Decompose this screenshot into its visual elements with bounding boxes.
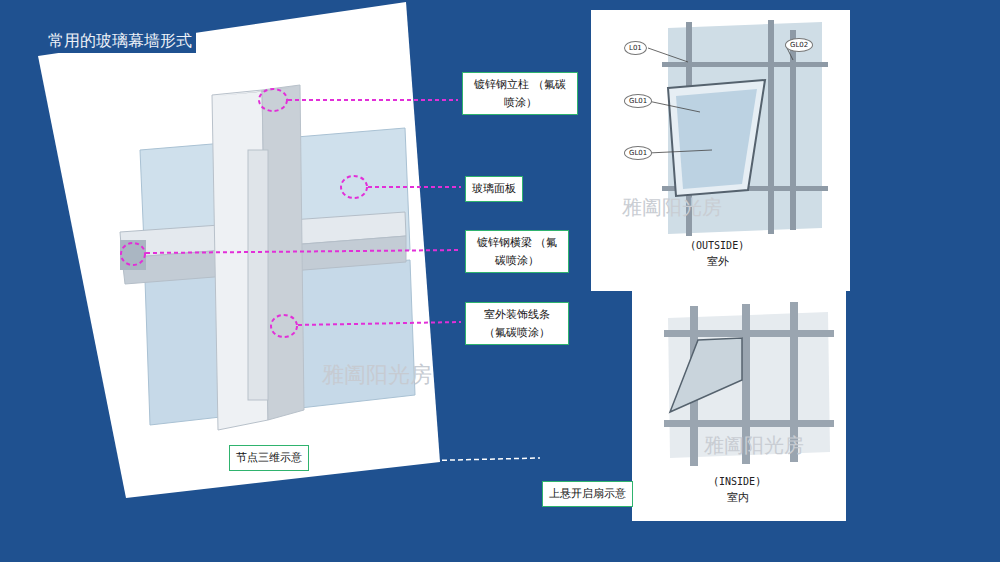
photo-outside: [591, 10, 850, 291]
view-label: 室内: [727, 490, 749, 505]
photo-inside: [632, 291, 846, 521]
callout-text: GL01: [629, 149, 647, 157]
callout-number: GL02: [785, 38, 813, 52]
label-text: 室外装饰线条 （氟碳喷涂）: [472, 306, 562, 341]
callout-number: GL01: [624, 94, 652, 108]
mullion: [212, 90, 268, 430]
sash-glass: [676, 89, 757, 189]
label-text: 玻璃面板: [472, 180, 516, 198]
sash: [668, 80, 765, 196]
watermark: 雅阖阳光房: [322, 360, 432, 390]
label-box: 玻璃面板: [465, 176, 523, 202]
callout-text: GL01: [629, 97, 647, 105]
dashed-line: [410, 458, 540, 461]
callout-number: GL01: [624, 146, 652, 160]
trim: [248, 150, 268, 400]
label-box: 室外装饰线条 （氟碳喷涂）: [465, 302, 569, 345]
view-label: (OUTSIDE): [690, 240, 744, 251]
label-text: 上悬开启扇示意: [549, 485, 626, 503]
watermark: 雅阖阳光房: [622, 194, 722, 221]
label-text: 节点三维示意: [236, 449, 302, 467]
watermark: 雅阖阳光房: [704, 432, 804, 459]
beam-end: [120, 240, 146, 270]
callout-text: L01: [629, 44, 642, 52]
sash: [670, 338, 742, 412]
label-box: 上悬开启扇示意: [542, 481, 633, 507]
label-box: 镀锌钢横梁 （氟碳喷涂）: [465, 230, 569, 273]
callout-number: L01: [624, 41, 647, 55]
label-text: 镀锌钢立柱 （氟碳喷涂）: [469, 76, 571, 111]
label-box: 节点三维示意: [229, 445, 309, 471]
view-label: (INSIDE): [713, 476, 761, 487]
title: 常用的玻璃幕墙形式: [44, 30, 196, 53]
view-label: 室外: [707, 254, 729, 269]
label-text: 镀锌钢横梁 （氟碳喷涂）: [472, 234, 562, 269]
callout-text: GL02: [790, 41, 808, 49]
label-box: 镀锌钢立柱 （氟碳喷涂）: [462, 72, 578, 115]
